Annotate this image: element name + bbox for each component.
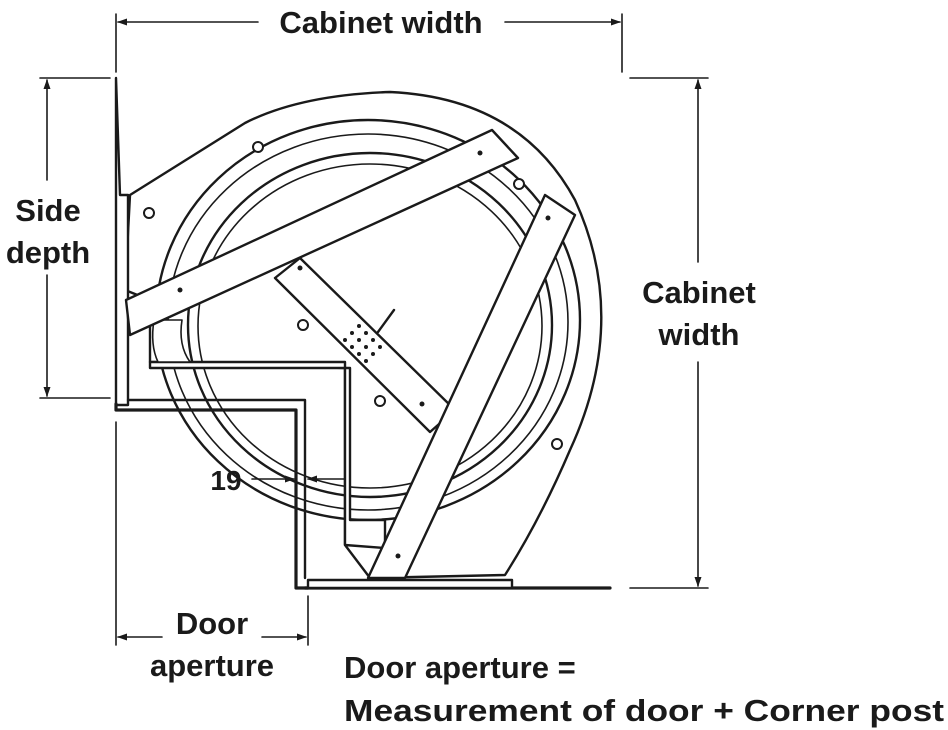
cabinet-floor-inner bbox=[126, 398, 307, 580]
tray-ring-4 bbox=[197, 163, 543, 489]
tray-cutout-notch bbox=[148, 360, 387, 550]
diagonal-bar-front bbox=[366, 193, 577, 580]
door-aperture-label-1: Door bbox=[176, 606, 248, 641]
mount-hole bbox=[551, 438, 563, 450]
center-pivot-pin bbox=[376, 308, 396, 334]
side-depth-label-2: depth bbox=[6, 235, 90, 270]
dimension-19-label: 19 bbox=[210, 465, 241, 496]
formula-line-1: Door aperture = bbox=[344, 650, 576, 685]
bottom-base-plate bbox=[306, 578, 514, 590]
formula-line-2: Measurement of door + Corner post bbox=[344, 693, 944, 728]
mount-hole bbox=[513, 178, 525, 190]
tray-ring-3 bbox=[186, 151, 554, 499]
bar-rivet bbox=[395, 553, 401, 559]
center-hub-dots bbox=[343, 324, 382, 363]
left-side-panel bbox=[114, 76, 130, 407]
bar-rivet bbox=[419, 401, 425, 407]
dimension-lines bbox=[39, 13, 709, 646]
bar-rivet bbox=[177, 287, 183, 293]
cross-bar-top bbox=[124, 128, 520, 337]
mount-hole bbox=[297, 319, 309, 331]
cabinet-floor-outline bbox=[114, 402, 310, 590]
bar-rivet bbox=[297, 265, 303, 271]
cabinet-width-right-label-1: Cabinet bbox=[642, 275, 756, 310]
tray-notch-face bbox=[151, 319, 191, 363]
bar-rivet bbox=[545, 215, 551, 221]
bar-rivet bbox=[477, 150, 483, 156]
mount-hole bbox=[374, 395, 386, 407]
cabinet-width-top-label: Cabinet width bbox=[279, 5, 482, 40]
door-aperture-label-2: aperture bbox=[150, 648, 274, 683]
mount-hole bbox=[252, 141, 264, 153]
carousel-drawing bbox=[114, 76, 612, 590]
mount-hole bbox=[143, 207, 155, 219]
cabinet-width-right-label-2: width bbox=[658, 317, 740, 352]
side-depth-label-1: Side bbox=[15, 193, 80, 228]
